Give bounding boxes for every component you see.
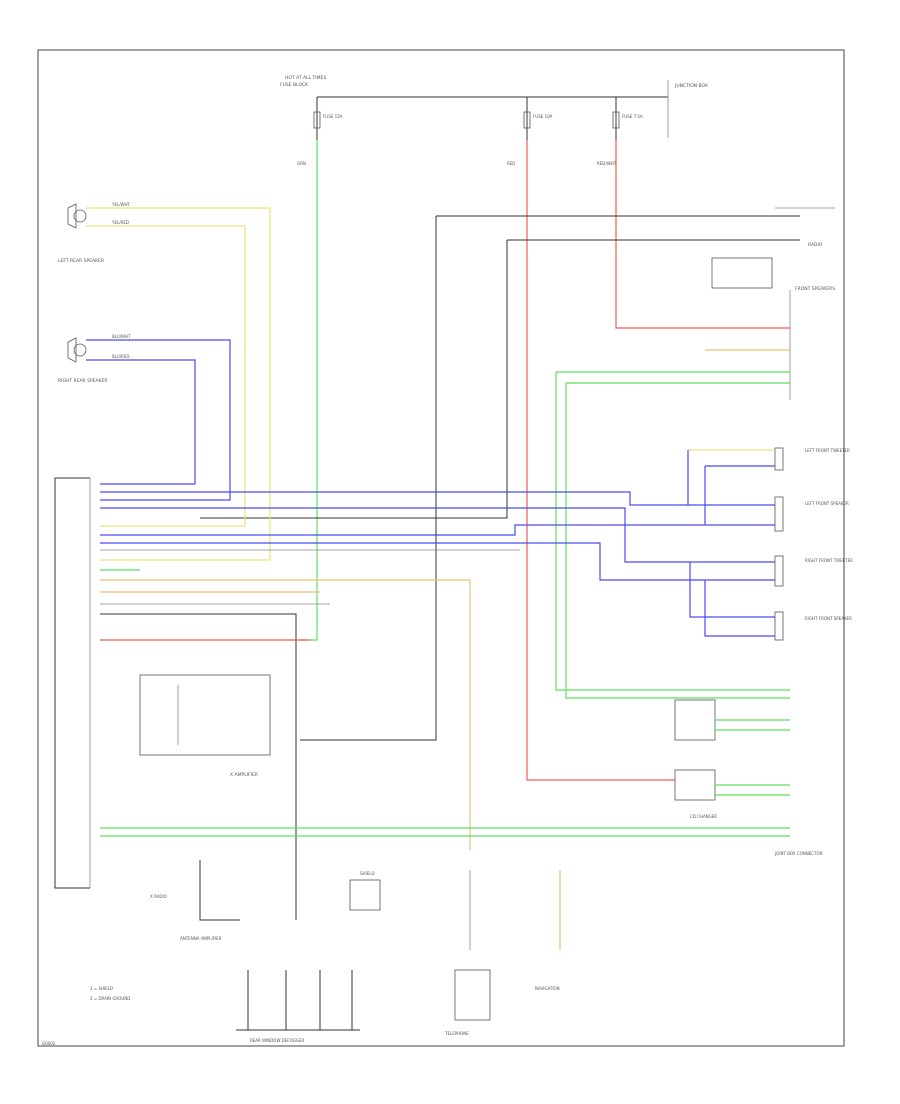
label-blu-wht: BLU/WHT — [112, 334, 131, 339]
antenna-wire — [199, 860, 240, 921]
label-junction-box: JUNCTION BOX — [674, 83, 708, 89]
cd-wires — [715, 719, 790, 796]
green-power-wire — [300, 140, 318, 641]
black-wire-2-down — [200, 240, 508, 519]
svg-text:LEFT REAR SPEAKER: LEFT REAR SPEAKER — [58, 258, 104, 264]
blue-front-wire-1 — [100, 491, 775, 506]
label-fuse-block: FUSE BLOCK — [280, 82, 309, 88]
diagram-frame — [37, 49, 845, 1047]
blue-front-wire-2 — [100, 507, 775, 563]
fuse-1-body — [313, 111, 321, 129]
fuse-3-body — [612, 111, 620, 129]
dark-front-wire-2 — [100, 542, 775, 581]
fuse-2-body — [523, 111, 531, 129]
legend-2: 2 = DRAIN GROUND — [90, 996, 130, 1001]
svg-text:REAR WINDOW DEFOGGER: REAR WINDOW DEFOGGER — [250, 1038, 304, 1043]
rear-window-defogger: REAR WINDOW DEFOGGER — [236, 970, 360, 1043]
fuse-2-label: FUSE 10A — [533, 114, 553, 119]
blue-wire-1 — [86, 339, 231, 501]
label-red-3: RED/WHT — [597, 161, 617, 166]
navigation-connector: NAVIGATION — [535, 870, 561, 991]
svg-text:RIGHT FRONT SPEAKER: RIGHT FRONT SPEAKER — [805, 616, 852, 621]
label-red-2: RED — [507, 161, 515, 166]
dark-wire-e — [100, 613, 297, 920]
lf-tweeter-feed — [687, 450, 706, 525]
dark-front-wire-1 — [100, 524, 775, 536]
svg-text:RIGHT FRONT TWEETER: RIGHT FRONT TWEETER — [805, 558, 853, 563]
svg-text:X AMPLIFIER: X AMPLIFIER — [230, 772, 258, 778]
label-yel-wht: YEL/WHT — [111, 202, 131, 207]
rf-tweeter: RIGHT FRONT TWEETER — [774, 555, 853, 587]
right-rear-speaker: RIGHT REAR SPEAKER — [58, 337, 108, 384]
orange-wire-c — [100, 579, 471, 850]
label-antenna-amp: ANTENNA AMPLIFIER — [180, 936, 222, 941]
radio-box — [711, 257, 773, 289]
label-joint-box: JOINT BOX CONNECTOR — [774, 851, 823, 856]
fuse-1-label: FUSE 15A — [323, 114, 343, 119]
svg-text:CD CHANGER: CD CHANGER — [690, 814, 717, 819]
blue-wire-2 — [86, 359, 196, 485]
label-front-speakers: FRONT SPEAKERS — [795, 286, 835, 292]
green-wire-a — [555, 371, 790, 691]
label-radio: RADIO — [808, 242, 823, 248]
yellow-wire-1 — [86, 207, 271, 561]
svg-text:LEFT FRONT TWEETER: LEFT FRONT TWEETER — [805, 448, 850, 453]
svg-text:LEFT FRONT SPEAKER: LEFT FRONT SPEAKER — [805, 501, 849, 506]
svg-text:NAVIGATION: NAVIGATION — [535, 986, 560, 991]
cd-changer: CD CHANGER — [674, 699, 717, 819]
svg-text:RIGHT REAR SPEAKER: RIGHT REAR SPEAKER — [58, 378, 108, 384]
legend-1: 1 = SHIELD — [90, 986, 113, 991]
footer-code: G0002 — [42, 1041, 56, 1046]
label-hot-at-all-times: HOT AT ALL TIMES — [285, 75, 326, 81]
left-rear-speaker: LEFT REAR SPEAKER — [58, 203, 104, 264]
rf-speaker-wires — [689, 562, 775, 637]
svg-text:TELEPHONE: TELEPHONE — [444, 1031, 469, 1036]
lf-speaker: LEFT FRONT SPEAKER — [774, 496, 849, 532]
yellow-wire-2 — [86, 225, 246, 527]
radio-connector-body — [54, 477, 90, 889]
label-red-1: GRN — [297, 161, 306, 166]
label-yel-red: YEL/RED — [111, 220, 129, 225]
black-wire-1-down — [300, 216, 437, 741]
telephone-connector: TELEPHONE — [444, 870, 491, 1036]
label-x-radio: X RADIO — [150, 894, 167, 899]
lf-tweeter: LEFT FRONT TWEETER — [774, 447, 850, 471]
svg-text:SHIELD: SHIELD — [360, 871, 375, 876]
fuse-3-label: FUSE 7.5A — [622, 114, 643, 119]
red-white-wire — [615, 140, 790, 329]
amplifier-block: X AMPLIFIER — [139, 674, 271, 778]
red-power-wire — [526, 140, 675, 781]
rf-speaker: RIGHT FRONT SPEAKER — [774, 611, 852, 641]
label-blu-red: BLU/RED — [112, 354, 129, 359]
antenna-shield: SHIELD — [349, 871, 381, 911]
green-wire-b — [565, 382, 790, 699]
